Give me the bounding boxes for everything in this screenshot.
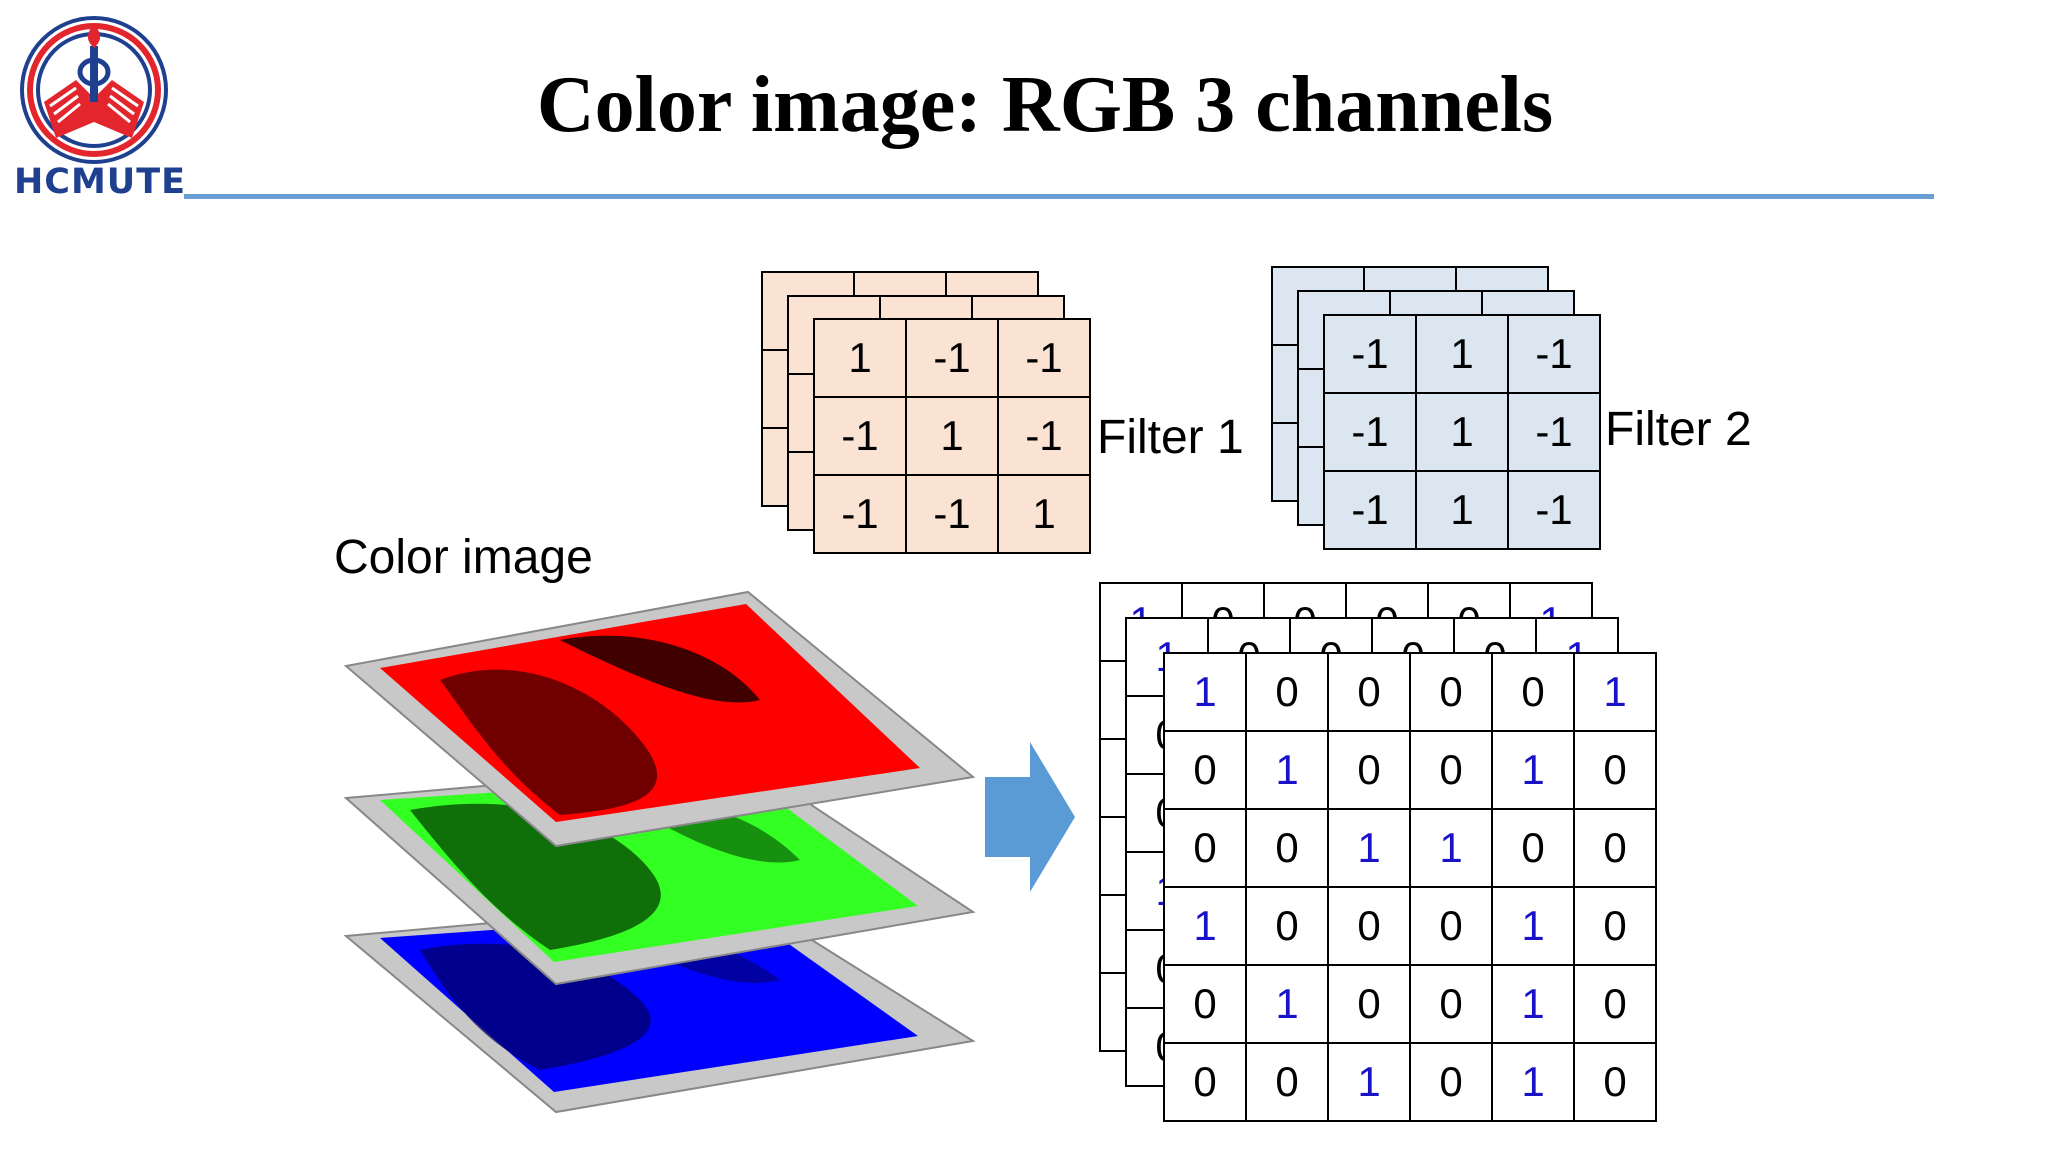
image_matrix-cell-r3-c4: 1 bbox=[1411, 810, 1493, 888]
filter1-cell-r2-c3: -1 bbox=[999, 398, 1091, 476]
filter2-cell-r3-c2: 1 bbox=[1417, 472, 1509, 550]
filter2-cell-r1-c3: -1 bbox=[1509, 316, 1601, 394]
image_matrix-cell-r2-c2: 1 bbox=[1247, 732, 1329, 810]
image_matrix-cell-r1-c6: 1 bbox=[1575, 654, 1657, 732]
image_matrix-cell-r1-c4: 0 bbox=[1411, 654, 1493, 732]
image_matrix-cell-r6-c4: 0 bbox=[1411, 1044, 1493, 1122]
image_matrix-cell-r6-c6: 0 bbox=[1575, 1044, 1657, 1122]
image_matrix-cell-r6-c3: 1 bbox=[1329, 1044, 1411, 1122]
image_matrix-cell-r6-c1: 0 bbox=[1165, 1044, 1247, 1122]
title-divider bbox=[184, 194, 1934, 199]
image_matrix-cell-r2-c5: 1 bbox=[1493, 732, 1575, 810]
image_matrix-cell-r2-c1: 0 bbox=[1165, 732, 1247, 810]
logo-text: HCMUTE bbox=[14, 162, 187, 202]
filter2-cell-r1-c1: -1 bbox=[1325, 316, 1417, 394]
filter1-cell-r1-c2: -1 bbox=[907, 320, 999, 398]
image_matrix-cell-r3-c3: 1 bbox=[1329, 810, 1411, 888]
image_matrix-cell-r4-c6: 0 bbox=[1575, 888, 1657, 966]
image_matrix-cell-r4-c4: 0 bbox=[1411, 888, 1493, 966]
image_matrix-cell-r3-c6: 0 bbox=[1575, 810, 1657, 888]
filter2-cell-r1-c2: 1 bbox=[1417, 316, 1509, 394]
image_matrix-cell-r1-c3: 0 bbox=[1329, 654, 1411, 732]
image_matrix-cell-r3-c5: 0 bbox=[1493, 810, 1575, 888]
image_matrix-cell-r5-c4: 0 bbox=[1411, 966, 1493, 1044]
color-image-label: Color image bbox=[334, 531, 593, 584]
filter2-cell-r2-c2: 1 bbox=[1417, 394, 1509, 472]
image_matrix-cell-r3-c2: 0 bbox=[1247, 810, 1329, 888]
filter1-label: Filter 1 bbox=[1097, 411, 1244, 464]
slide-title: Color image: RGB 3 channels bbox=[536, 61, 1554, 149]
filter1-cell-r2-c1: -1 bbox=[815, 398, 907, 476]
filter1-cell-r1-c3: -1 bbox=[999, 320, 1091, 398]
image_matrix-cell-r4-c1: 1 bbox=[1165, 888, 1247, 966]
blue-channel-layer bbox=[343, 898, 976, 1114]
image_matrix-cell-r5-c2: 1 bbox=[1247, 966, 1329, 1044]
filter1-cell-r3-c1: -1 bbox=[815, 476, 907, 554]
red-channel-layer bbox=[343, 590, 976, 848]
image_matrix-cell-r4-c2: 0 bbox=[1247, 888, 1329, 966]
image_matrix-cell-r2-c3: 0 bbox=[1329, 732, 1411, 810]
filter2-label: Filter 2 bbox=[1605, 403, 1752, 456]
filter1-cell-r3-c3: 1 bbox=[999, 476, 1091, 554]
filter1-cell-r3-c2: -1 bbox=[907, 476, 999, 554]
image_matrix-cell-r6-c2: 0 bbox=[1247, 1044, 1329, 1122]
hcmute-logo-icon bbox=[20, 16, 168, 164]
green-channel-layer bbox=[343, 761, 976, 986]
image_matrix-cell-r2-c4: 0 bbox=[1411, 732, 1493, 810]
filter2-cell-r2-c1: -1 bbox=[1325, 394, 1417, 472]
filter1-cell-r1-c1: 1 bbox=[815, 320, 907, 398]
image_matrix-cell-r2-c6: 0 bbox=[1575, 732, 1657, 810]
arrow-right-icon bbox=[985, 742, 1075, 892]
image_matrix-cell-r5-c5: 1 bbox=[1493, 966, 1575, 1044]
filter2-cell-r2-c3: -1 bbox=[1509, 394, 1601, 472]
image_matrix-cell-r4-c3: 0 bbox=[1329, 888, 1411, 966]
filter1-cell-r2-c2: 1 bbox=[907, 398, 999, 476]
filter2-cell-r3-c3: -1 bbox=[1509, 472, 1601, 550]
image_matrix-cell-r5-c1: 0 bbox=[1165, 966, 1247, 1044]
filter2-cell-r3-c1: -1 bbox=[1325, 472, 1417, 550]
image_matrix-cell-r6-c5: 1 bbox=[1493, 1044, 1575, 1122]
image_matrix-cell-r3-c1: 0 bbox=[1165, 810, 1247, 888]
image_matrix-cell-r4-c5: 1 bbox=[1493, 888, 1575, 966]
image_matrix-cell-r5-c6: 0 bbox=[1575, 966, 1657, 1044]
image_matrix-cell-r1-c2: 0 bbox=[1247, 654, 1329, 732]
image_matrix-cell-r1-c1: 1 bbox=[1165, 654, 1247, 732]
image_matrix-cell-r1-c5: 0 bbox=[1493, 654, 1575, 732]
image_matrix-cell-r5-c3: 0 bbox=[1329, 966, 1411, 1044]
